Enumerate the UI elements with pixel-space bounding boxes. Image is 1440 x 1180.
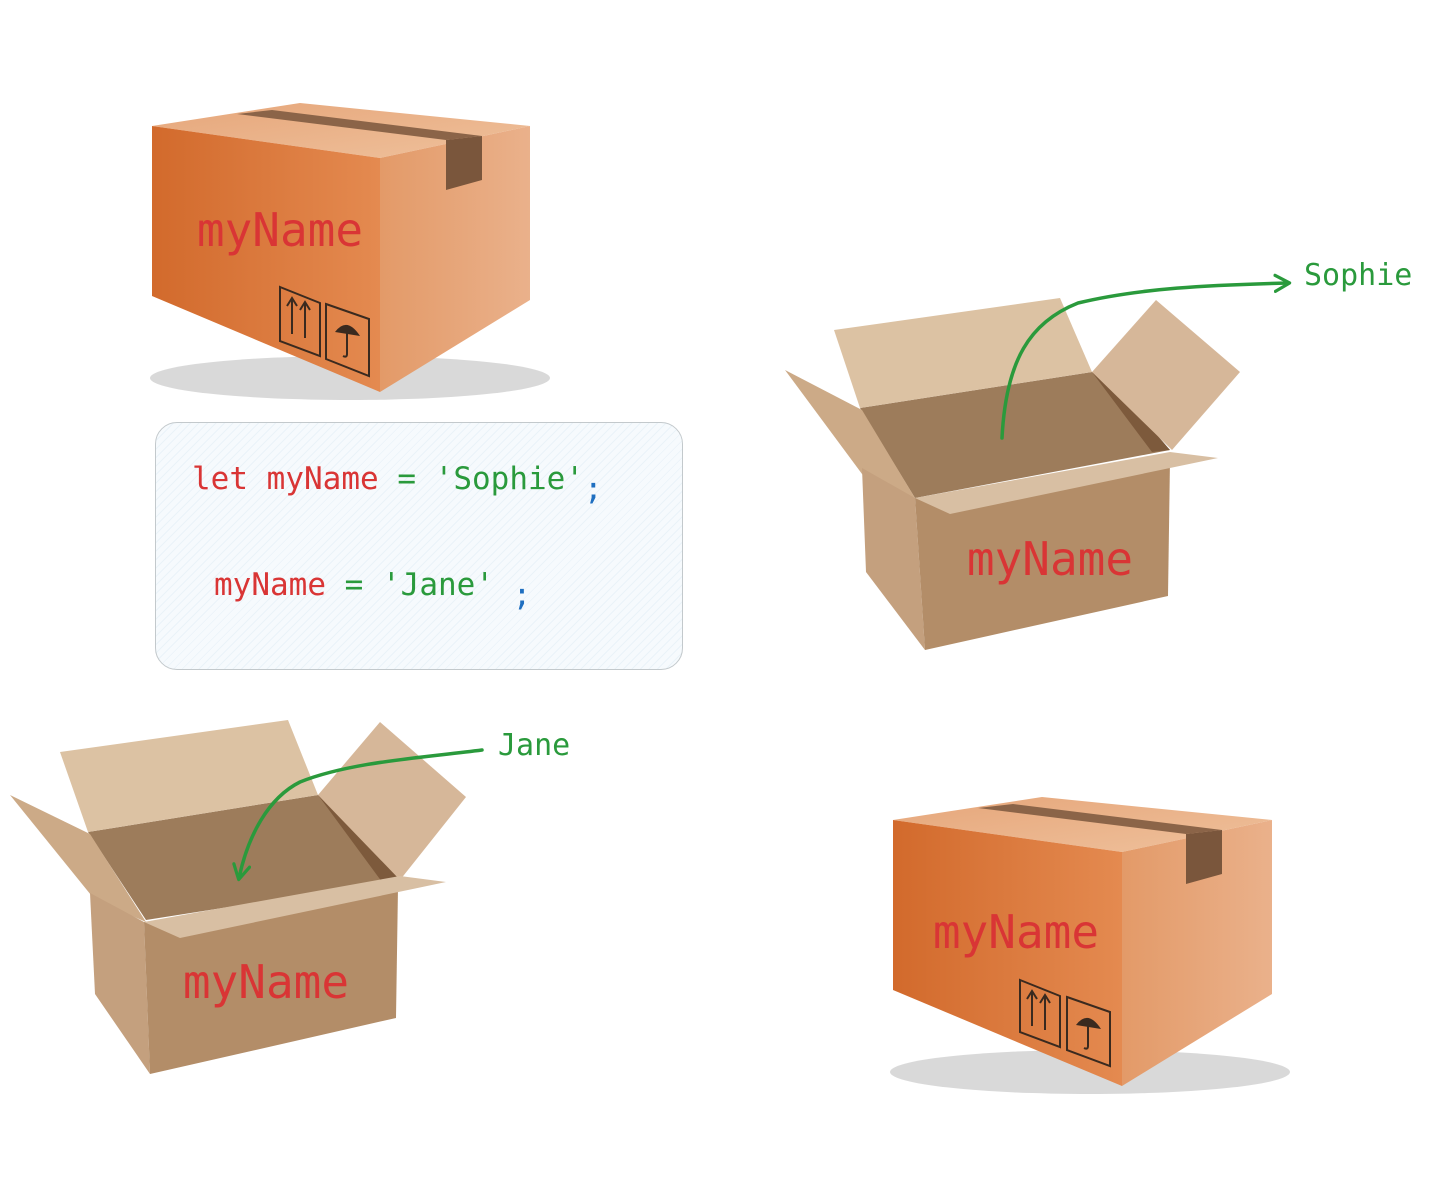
box-left-face	[862, 468, 925, 650]
open-box-right: myName Sophie	[785, 258, 1412, 650]
box-left-flap	[785, 370, 915, 498]
closed-box-top-left: myName	[150, 103, 550, 400]
assignment-operator: =	[397, 461, 416, 497]
box-side-face	[380, 126, 530, 392]
string-value: 'Sophie'	[434, 461, 584, 497]
box-label: myName	[933, 905, 1099, 959]
box-left-flap	[10, 795, 146, 922]
box-right-flap	[318, 722, 466, 880]
value-label-sophie: Sophie	[1304, 258, 1412, 293]
packing-tape-flap	[446, 136, 482, 190]
box-top-face	[893, 797, 1272, 852]
box-side-face	[1122, 820, 1272, 1086]
box-back-flap	[834, 298, 1092, 408]
box-inner-back	[860, 372, 1170, 498]
open-box-bottom-left: myName Jane	[10, 720, 570, 1074]
keyword-let: let	[192, 461, 248, 497]
code-line-declaration: let myName = 'Sophie';	[192, 461, 603, 507]
keep-dry-umbrella-icon	[1066, 995, 1111, 1068]
this-way-up-icon	[1019, 978, 1061, 1049]
variable-name: myName	[214, 567, 326, 603]
variable-name: myName	[266, 461, 379, 497]
keep-dry-umbrella-icon	[325, 302, 370, 378]
box-front-face	[144, 887, 398, 1074]
code-line-reassignment: myName = 'Jane' ;	[214, 567, 531, 613]
box-front-face	[893, 820, 1122, 1086]
box-front-flap	[144, 876, 446, 938]
box-front-flap	[915, 452, 1218, 514]
box-inner-right-wall	[1092, 372, 1170, 452]
box-left-face	[90, 893, 150, 1074]
box-label: myName	[183, 955, 349, 1009]
incoming-arrow	[232, 748, 484, 882]
box-label: myName	[967, 532, 1133, 586]
value-label-jane: Jane	[498, 728, 570, 763]
box-back-flap	[60, 720, 318, 832]
semicolon: ;	[512, 577, 532, 613]
box-right-flap	[1092, 300, 1240, 450]
outgoing-arrow	[1000, 273, 1292, 440]
semicolon: ;	[583, 471, 603, 507]
packing-tape-flap	[1186, 830, 1222, 884]
closed-box-bottom-right: myName	[890, 797, 1290, 1094]
this-way-up-icon	[279, 285, 321, 358]
code-panel: let myName = 'Sophie'; myName = 'Jane' ;	[155, 422, 683, 670]
box-inner-right-wall	[318, 795, 400, 882]
box-front-face	[152, 126, 380, 392]
packing-tape	[237, 110, 482, 140]
string-value: 'Jane'	[382, 567, 494, 603]
box-label: myName	[197, 203, 363, 257]
assignment-operator: =	[344, 567, 364, 603]
packing-tape	[978, 804, 1222, 834]
box-top-face	[152, 103, 530, 158]
